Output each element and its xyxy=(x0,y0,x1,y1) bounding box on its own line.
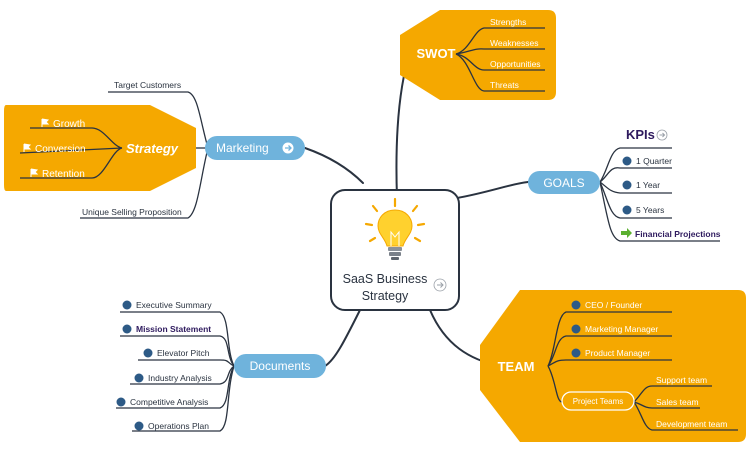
swot-item-strengths[interactable]: Strengths xyxy=(490,17,526,27)
central-node[interactable]: SaaS Business Strategy xyxy=(330,189,460,311)
marketing-node xyxy=(205,136,305,160)
lightbulb-icon xyxy=(364,197,426,260)
bullet-icon xyxy=(622,205,632,215)
bullet-icon xyxy=(122,300,132,310)
documents-item-operations-plan[interactable]: Operations Plan xyxy=(148,421,209,431)
flag-icon xyxy=(41,118,50,127)
bullet-icon xyxy=(134,373,144,383)
swot-item-weaknesses[interactable]: Weaknesses xyxy=(490,38,539,48)
bullet-icon xyxy=(122,324,132,334)
strategy-label[interactable]: Strategy xyxy=(126,141,179,156)
documents-item-competitive-analysis[interactable]: Competitive Analysis xyxy=(130,397,208,407)
project-teams-node xyxy=(561,391,635,411)
team-sub-development[interactable]: Development team xyxy=(656,419,727,429)
documents-item-executive-summary[interactable]: Executive Summary xyxy=(136,300,212,310)
bullet-icon xyxy=(134,421,144,431)
team-label[interactable]: TEAM xyxy=(498,359,535,374)
documents-node xyxy=(234,354,326,378)
marketing-label[interactable]: Marketing xyxy=(216,141,269,155)
connector-goals xyxy=(456,181,529,199)
connector-documents xyxy=(324,309,361,367)
bullet-icon xyxy=(571,300,581,310)
flag-icon xyxy=(23,143,32,152)
documents-item-elevator-pitch[interactable]: Elevator Pitch xyxy=(157,348,210,358)
strategy-item-retention[interactable]: Retention xyxy=(42,169,85,180)
team-item-product-manager[interactable]: Product Manager xyxy=(585,348,650,358)
swot-item-opportunities[interactable]: Opportunities xyxy=(490,59,541,69)
project-teams-label[interactable]: Project Teams xyxy=(573,397,624,406)
bullet-icon xyxy=(622,156,632,166)
documents-item-industry-analysis[interactable]: Industry Analysis xyxy=(148,373,212,383)
swot-label[interactable]: SWOT xyxy=(417,46,456,61)
documents-item-mission-statement[interactable]: Mission Statement xyxy=(136,324,211,334)
team-shape xyxy=(480,290,746,442)
swot-item-threats[interactable]: Threats xyxy=(490,80,519,90)
goals-branch: GOALS KPIs 1 Quarter 1 Year 5 Years Fina… xyxy=(528,127,721,242)
goals-item-financial-projections[interactable]: Financial Projections xyxy=(635,229,721,239)
central-title-line1: SaaS Business xyxy=(343,272,428,286)
kpis-label[interactable]: KPIs xyxy=(626,127,655,142)
swot-branch: SWOT Strengths Weaknesses Opportunities … xyxy=(400,10,556,100)
bullet-icon xyxy=(143,348,153,358)
strategy-shape xyxy=(4,105,196,191)
bullet-icon xyxy=(116,397,126,407)
central-title-line2: Strategy xyxy=(362,289,409,303)
team-sub-support[interactable]: Support team xyxy=(656,375,707,385)
goals-item-1-quarter[interactable]: 1 Quarter xyxy=(636,156,672,166)
goals-item-5-years[interactable]: 5 Years xyxy=(636,205,664,215)
connector-marketing xyxy=(304,147,364,184)
documents-label[interactable]: Documents xyxy=(250,359,311,373)
swot-shape xyxy=(400,10,556,100)
bullet-icon xyxy=(571,348,581,358)
flag-icon xyxy=(30,168,39,177)
bullet-icon xyxy=(571,324,581,334)
team-branch: TEAM CEO / Founder Marketing Manager Pro… xyxy=(480,290,746,442)
marketing-branch: Strategy Growth Conversion Retention Tar… xyxy=(4,80,305,219)
documents-branch: Executive Summary Mission Statement Elev… xyxy=(116,300,326,432)
goals-label[interactable]: GOALS xyxy=(543,176,584,190)
team-item-marketing-manager[interactable]: Marketing Manager xyxy=(585,324,658,334)
goals-node xyxy=(528,171,600,194)
bullet-icon xyxy=(622,180,632,190)
marketing-item-usp[interactable]: Unique Selling Proposition xyxy=(82,207,182,217)
green-arrow-icon xyxy=(621,228,632,238)
marketing-item-target-customers[interactable]: Target Customers xyxy=(114,80,181,90)
team-item-ceo-founder[interactable]: CEO / Founder xyxy=(585,300,642,310)
team-sub-sales[interactable]: Sales team xyxy=(656,397,699,407)
goals-item-1-year[interactable]: 1 Year xyxy=(636,180,660,190)
strategy-item-growth[interactable]: Growth xyxy=(53,119,85,130)
strategy-item-conversion[interactable]: Conversion xyxy=(35,144,86,155)
